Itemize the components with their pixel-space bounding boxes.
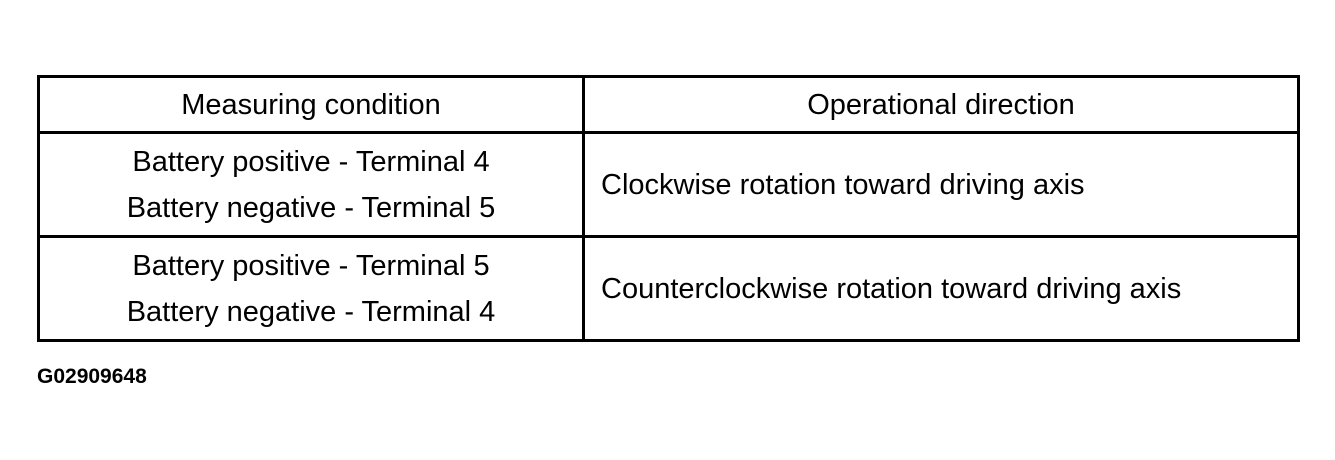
condition-line: Battery positive - Terminal 4 [132, 145, 490, 178]
operation-check-table: Measuring condition Operational directio… [37, 75, 1300, 342]
header-operational-direction: Operational direction [582, 75, 1300, 134]
header-measuring-condition: Measuring condition [37, 75, 585, 134]
figure-id: G02909648 [37, 365, 147, 388]
direction-cell: Clockwise rotation toward driving axis [582, 131, 1300, 238]
condition-cell: Battery positive - Terminal 4 Battery ne… [37, 131, 585, 238]
table-row: Battery positive - Terminal 5 Battery ne… [37, 235, 1300, 342]
condition-cell: Battery positive - Terminal 5 Battery ne… [37, 235, 585, 342]
condition-line: Battery negative - Terminal 4 [126, 295, 496, 328]
table-header-row: Measuring condition Operational directio… [37, 75, 1300, 134]
condition-line: Battery positive - Terminal 5 [132, 249, 490, 282]
table-row: Battery positive - Terminal 4 Battery ne… [37, 131, 1300, 238]
direction-cell: Counterclockwise rotation toward driving… [582, 235, 1300, 342]
condition-line: Battery negative - Terminal 5 [126, 191, 496, 224]
